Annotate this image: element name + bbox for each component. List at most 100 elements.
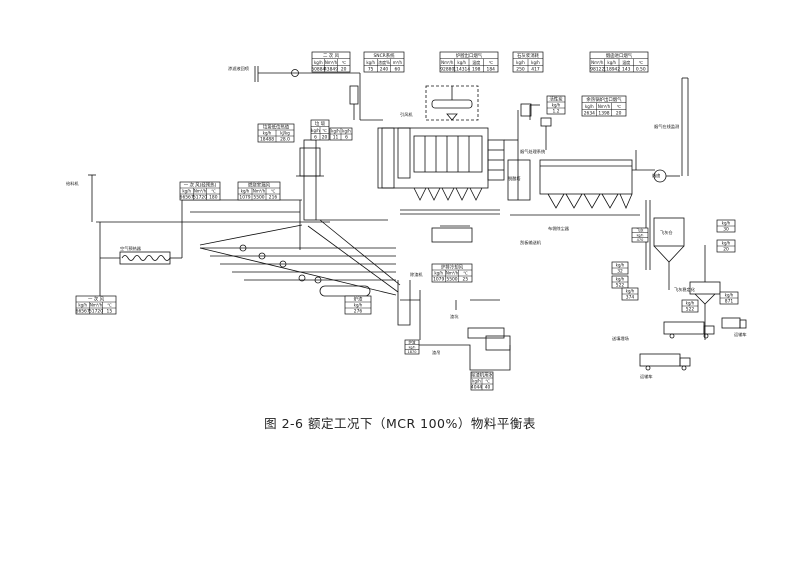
- table-header-cell: kg/h: [409, 345, 416, 349]
- slag-crane-label: 渣吊: [432, 349, 440, 356]
- table-header-cell: kg/h: [531, 60, 540, 65]
- table-title: 除渣机用水: [471, 372, 494, 379]
- table-header-cell: ℃: [211, 189, 216, 194]
- table-header-cell: kg/h: [182, 189, 191, 194]
- table-title: 一 次 风: [88, 296, 105, 303]
- table-value-cell: 6: [345, 135, 348, 141]
- table-value-cell: 470: [637, 238, 644, 242]
- table-value-cell: 1.2: [553, 109, 560, 115]
- table-value-cell: 60: [395, 67, 401, 73]
- table-value-cell: 51720: [89, 309, 103, 315]
- table-value-cell: 75: [368, 67, 374, 73]
- table-header-cell: kg/h: [725, 293, 734, 298]
- table-header-cell: ℃: [341, 60, 346, 65]
- table-value-cell: 871: [725, 299, 734, 305]
- fly-ash-stab-label: 飞灰稳定化: [674, 286, 696, 293]
- leachate-label: 渗滤液回喷: [228, 65, 250, 72]
- table-header-cell: Nm³/h: [253, 189, 266, 194]
- table-value-cell: 40: [485, 385, 491, 391]
- feed-label: 给料机: [66, 180, 79, 187]
- table-header-cell: kg/h: [626, 289, 635, 294]
- table-value-cell: 15: [107, 309, 113, 315]
- table-header-cell: ℃: [489, 60, 494, 65]
- table-title: 炉渣: [354, 296, 363, 303]
- flue-treatment-label: 烟气处理系统: [520, 148, 545, 155]
- table-header-cell: ℃: [322, 128, 327, 133]
- table-title: 二 次 风: [323, 52, 340, 59]
- boiler-body: [377, 127, 489, 189]
- air-preheater-body: [119, 251, 171, 265]
- table-header-cell: kg/h: [637, 233, 644, 237]
- table-title: 垃 圾: [315, 120, 326, 127]
- table-header-cell: kg/h: [516, 60, 525, 65]
- table-value-cell: 198: [472, 67, 481, 73]
- table-value-cell: 20: [322, 135, 328, 141]
- table-header-cell: kg/h: [585, 104, 594, 109]
- table-value-cell: 114314: [453, 67, 470, 73]
- table-header-cell: ℃: [107, 303, 112, 308]
- table-chelate: kg/h30: [716, 219, 736, 233]
- table-title: 炉排冷却风: [441, 264, 464, 271]
- ash-conveyor-label: 刮板输送机: [520, 239, 542, 246]
- table-header-cell: kg/h: [472, 379, 481, 384]
- table-header-cell: kg/h: [722, 241, 731, 246]
- table-fly-ash2: kg/h32: [611, 261, 629, 275]
- table-header-cell: Nm³/h: [194, 189, 207, 194]
- table-header-cell: Nm³/h: [90, 303, 103, 308]
- table-header-cell: kg/h: [686, 301, 695, 306]
- table-value-cell: 2634: [584, 111, 595, 117]
- table-value-cell: 276: [354, 309, 363, 315]
- fly-ash-silo-label: 飞灰仓: [660, 229, 673, 236]
- table-header-cell: kg/h: [314, 60, 323, 65]
- table-value-cell: 250: [516, 67, 525, 73]
- table-header-cell: kJ/kg: [280, 131, 290, 136]
- bag-filter-label: 布袋除尘器: [548, 225, 570, 232]
- table-value-cell: 6: [314, 135, 317, 141]
- table-title: 燃烧室漏风: [248, 182, 271, 189]
- table-header-cell: Nm³/h: [325, 60, 338, 65]
- table-value-cell: 66567: [76, 309, 90, 315]
- table-header-cell: Nm³/h: [446, 271, 459, 276]
- table-value-cell: 417: [531, 67, 540, 73]
- table-value-cell: 20: [341, 67, 347, 73]
- table-header-cell: kg/h: [434, 271, 443, 276]
- table-water: kg/h20: [716, 239, 736, 253]
- table-header-cell: kg/h: [552, 103, 561, 108]
- table-value-cell: 5500: [253, 195, 264, 201]
- table-header-cell: kg/h: [722, 221, 731, 226]
- table-header-cell: kg/h: [342, 129, 351, 134]
- table-header-cell: ℃: [616, 104, 621, 109]
- table-value-cell: 1079: [239, 195, 250, 201]
- truck-left-label: 运输车: [640, 373, 653, 380]
- table-value-cell: 92880: [440, 67, 454, 73]
- table-title: 炉膛出口烟气: [456, 52, 483, 59]
- table-header-cell: m³/h: [393, 60, 403, 65]
- table-title: SNCR系统: [374, 52, 396, 59]
- stack-monitor-label: 烟气在线监测: [654, 123, 679, 130]
- table-value-cell: 20: [723, 247, 729, 253]
- table-header-cell: Nm³/h: [591, 60, 604, 65]
- table-header-cell: ℃: [271, 189, 276, 194]
- table-header-cell: 温度: [622, 60, 630, 65]
- table-value-cell: 5500: [446, 277, 457, 283]
- table-header-cell: ℃: [485, 379, 490, 384]
- table-header-cell: kg/h: [78, 303, 87, 308]
- table-value-cell: 25: [463, 277, 469, 283]
- table-value-cell: 522: [616, 283, 625, 289]
- table-value-cell: 1870: [408, 350, 417, 354]
- to-landfill-label: 送填埋场: [612, 335, 629, 342]
- table-header-cell: Nm³/h: [598, 104, 611, 109]
